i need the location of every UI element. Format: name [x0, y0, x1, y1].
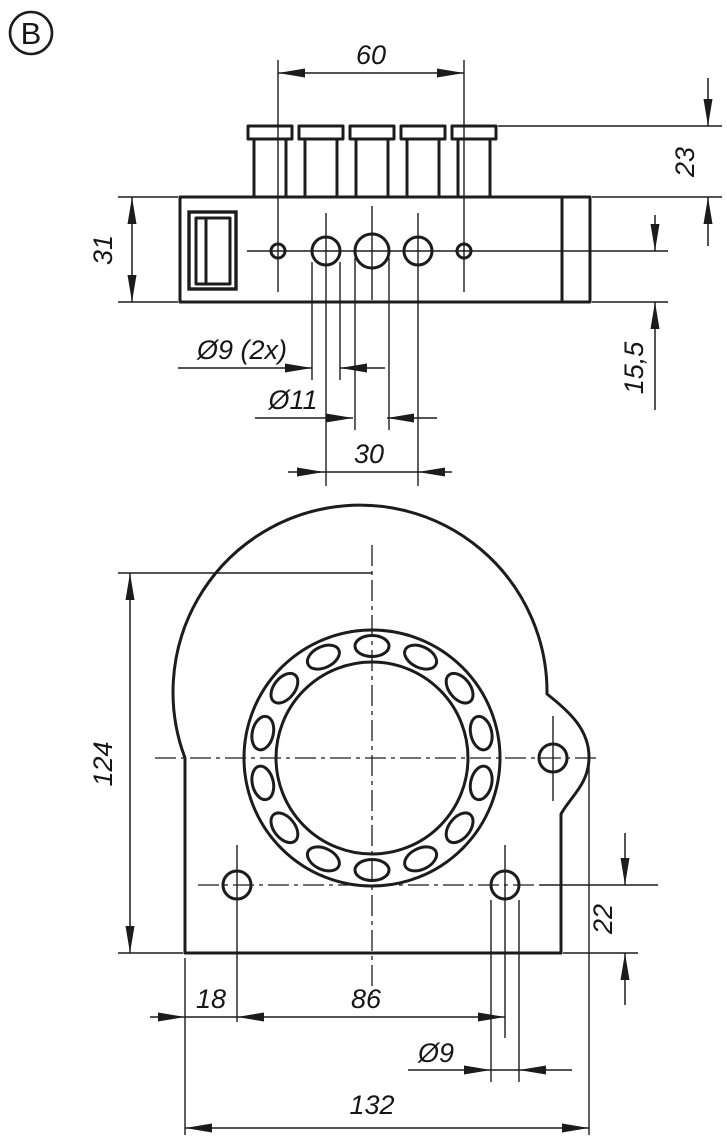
bearing-ball — [444, 811, 475, 845]
dim-hole-dia-11: Ø11 — [255, 385, 437, 423]
connector-inner-frame — [194, 216, 232, 286]
d9-hole-center-lines — [325, 213, 419, 486]
dim-text-124: 124 — [88, 741, 118, 786]
dim-axis-to-bottom-15-5: 15,5 — [619, 215, 660, 410]
studs — [246, 124, 498, 197]
bearing-ball — [269, 671, 300, 705]
connector-outer-frame — [187, 210, 238, 291]
flange-outline — [171, 503, 591, 955]
d11-edge-extension-lines — [354, 258, 390, 430]
dim-hole-spacing-86: 86 — [237, 984, 505, 1022]
bearing-ball — [269, 811, 300, 845]
front-view-extension-lines — [118, 572, 638, 1135]
bearing-ball — [305, 845, 341, 873]
bearing-ball — [305, 643, 341, 671]
view-badge-circle — [8, 10, 54, 56]
stud — [399, 124, 447, 197]
dim-text-d9: Ø9 — [417, 1038, 454, 1068]
view-label-badge: B — [8, 10, 54, 56]
dim-text-22: 22 — [588, 904, 618, 935]
connector-window — [187, 210, 238, 291]
bearing-ball — [468, 714, 494, 752]
bearing-ball — [250, 714, 276, 752]
height-23-extension-lines — [498, 125, 722, 198]
dim-text-d9-2x: Ø9 (2x) — [196, 335, 287, 365]
bearing-ball — [403, 845, 439, 873]
bearing-ball — [444, 671, 475, 705]
dim-text-30: 30 — [354, 439, 384, 469]
bearing-ball — [468, 764, 494, 802]
stud — [348, 124, 396, 197]
stud-span-extension-lines — [277, 60, 465, 292]
bearing-ball — [250, 764, 276, 802]
stud — [450, 124, 498, 197]
top-view-extension-lines — [118, 60, 722, 486]
stud — [246, 124, 294, 197]
dim-hole-spacing-30: 30 — [288, 439, 452, 477]
dim-overall-height-124: 124 — [88, 573, 135, 953]
dim-body-height-31: 31 — [88, 197, 137, 302]
dim-edge-to-hole-18: 18 — [150, 984, 505, 1022]
height-124-extension-lines — [118, 572, 372, 954]
d9-edge-extension-lines — [490, 900, 520, 1082]
dim-overall-width-132: 132 — [185, 1090, 589, 1133]
dim-stud-span-60: 60 — [278, 40, 464, 78]
dim-text-15-5: 15,5 — [619, 341, 649, 395]
block-body-outline — [178, 195, 592, 304]
dim-hole-dia-9-2x: Ø9 (2x) — [178, 335, 385, 373]
dim-stud-height-23: 23 — [670, 78, 713, 246]
dim-text-132: 132 — [349, 1090, 394, 1120]
top-view: 60 31 23 15,5 Ø9 (2x) — [88, 40, 722, 486]
front-view-centerlines — [155, 545, 658, 1038]
bearing-ball — [403, 643, 439, 671]
dim-base-hole-dia-9: Ø9 — [408, 1038, 572, 1075]
dim-text-60: 60 — [356, 40, 386, 70]
height-31-extension-lines — [118, 196, 178, 303]
dim-text-86: 86 — [351, 984, 382, 1014]
front-view: 124 22 18 86 Ø9 — [88, 503, 658, 1135]
view-badge-letter: B — [21, 16, 42, 51]
dim-text-31: 31 — [88, 235, 118, 265]
dim-text-18: 18 — [196, 984, 226, 1014]
bearing-balls — [250, 634, 494, 882]
dim-text-23: 23 — [670, 147, 700, 178]
dim-text-d11: Ø11 — [267, 385, 317, 415]
stud — [297, 124, 345, 197]
dim-hole-axis-to-base-22: 22 — [588, 833, 630, 1005]
d9-edge-extension-lines — [311, 262, 341, 380]
